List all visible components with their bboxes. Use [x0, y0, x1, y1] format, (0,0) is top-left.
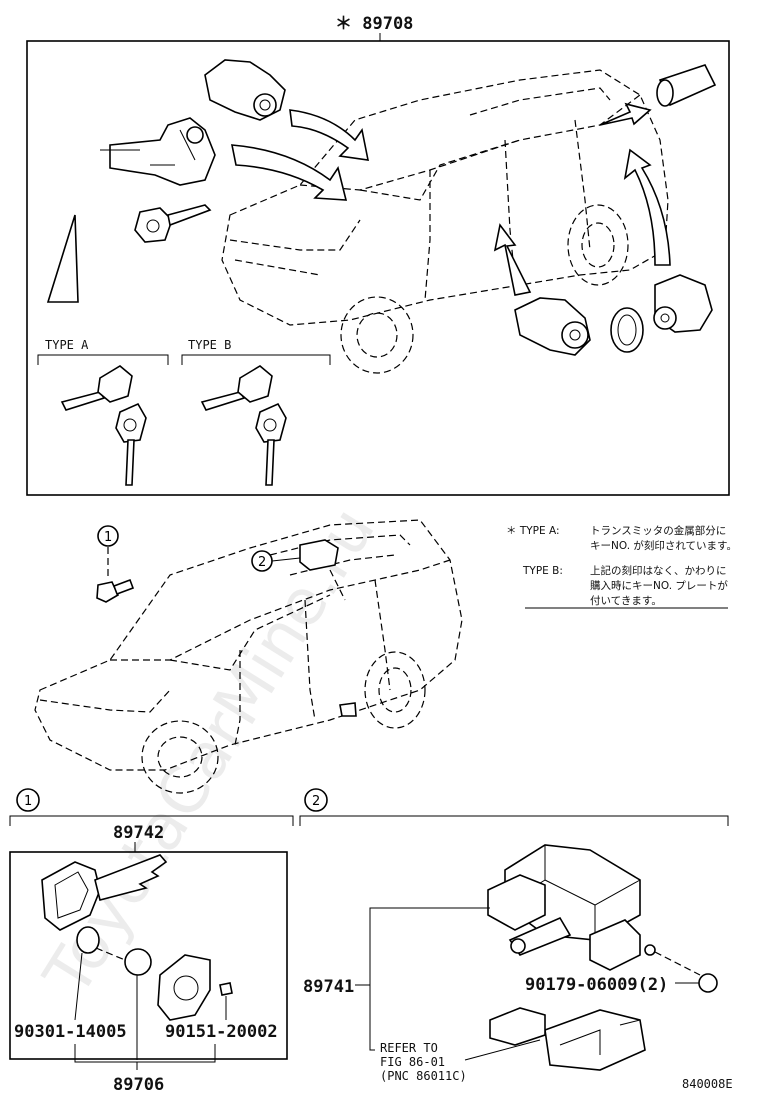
note-a-line1: トランスミッタの金属部分に: [590, 524, 726, 537]
door-lock-cylinder-far-right: [653, 274, 713, 333]
marker-2-group: 2: [251, 539, 346, 601]
receiver-unit: [544, 1009, 646, 1071]
note-b-line2: 購入時にキーNO. プレートが: [590, 579, 728, 592]
ref-line1: REFER TO: [380, 1041, 438, 1055]
pn-89742: 89742: [113, 823, 164, 843]
marker-1-group: 1: [96, 525, 135, 603]
nut: [698, 973, 718, 993]
locator-arrows: [231, 102, 671, 296]
note-a-line2: キーNO. が刻印されています。: [590, 539, 737, 552]
note-b-line1: 上記の刻印はなく、かわりに: [590, 564, 727, 577]
door-lock-cylinder-top: [204, 59, 286, 121]
ref-line2: FIG 86-01: [380, 1055, 445, 1069]
type-b-group: TYPE B: [181, 338, 331, 486]
callout-89708: ＊ 89708: [335, 14, 413, 34]
key-head-section1: [41, 861, 101, 931]
marker-1-circle: [97, 525, 119, 547]
marker-2-label: 2: [258, 555, 266, 570]
type-b-label: TYPE B: [188, 338, 231, 352]
type-a-group: TYPE A: [37, 338, 169, 486]
section-2: 2 89741 90179-06009(2) REFER TO FIG 86-0…: [299, 788, 733, 1091]
type-a-label: TYPE A: [45, 338, 89, 352]
note-b-prefix: TYPE B:: [522, 565, 563, 577]
figure-code: 840008E: [682, 1077, 733, 1091]
pn-90151-20002: 90151-20002: [165, 1022, 278, 1042]
pn-89706: 89706: [113, 1075, 164, 1095]
pn-90179-06009: 90179-06009(2): [525, 975, 668, 995]
section-1-marker: 1: [24, 794, 32, 809]
vehicle-top-illustration: [221, 69, 669, 374]
screw: [219, 982, 233, 996]
pn-89741: 89741: [303, 977, 354, 997]
o-ring: [76, 926, 100, 954]
lock-ring: [610, 307, 644, 353]
fob-case: [157, 954, 211, 1021]
pn-90301-14005: 90301-14005: [14, 1022, 127, 1042]
section-1: 1 89742 90301-14005 90151-20002 89706: [9, 788, 294, 1095]
top-group-box: ＊ 89708: [26, 14, 730, 496]
back-door-lock-cylinder: [656, 64, 717, 107]
ecu-connector: [487, 874, 546, 931]
section-2-marker: 2: [312, 794, 320, 809]
ref-line3: (PNC 86011C): [380, 1069, 467, 1083]
door-lock-cylinder-right: [514, 297, 591, 356]
transponder-disc: [124, 948, 152, 976]
transponder-pad: [46, 214, 79, 303]
key-top: [134, 204, 212, 243]
note-b-line3: 付いてきます。: [590, 594, 662, 607]
type-notes: ＊ TYPE A: トランスミッタの金属部分に キーNO. が刻印されています。…: [506, 524, 737, 609]
note-a-prefix: ＊ TYPE A:: [506, 525, 560, 537]
vehicle-middle-illustration: [34, 519, 463, 794]
marker-1-label: 1: [104, 530, 112, 545]
ignition-lock-cylinder: [100, 117, 216, 186]
